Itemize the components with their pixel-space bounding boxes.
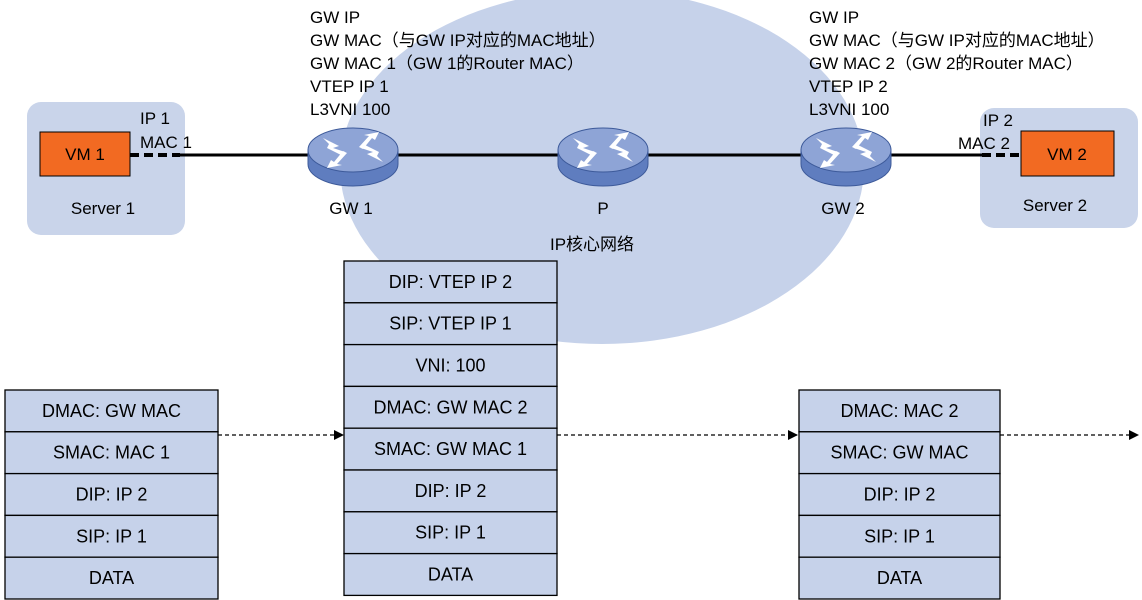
packet-field-label: SMAC: MAC 1 (53, 443, 170, 463)
packet-field-label: DATA (89, 568, 134, 588)
packet-field: DATA (798, 556, 1001, 600)
vm-2-label: VM 2 (1047, 145, 1087, 164)
server-1-label: Server 1 (71, 199, 135, 218)
gw2-info-block: GW IP GW MAC（与GW IP对应的MAC地址） GW MAC 2（GW… (809, 8, 1105, 119)
packet-field: DMAC: GW MAC 2 (343, 385, 558, 429)
packet-field-box (343, 385, 558, 429)
packet-field-box (798, 389, 1001, 433)
packet-field: SMAC: MAC 1 (4, 431, 219, 475)
packet-field: SIP: IP 1 (798, 514, 1001, 558)
packet-field: VNI: 100 (343, 343, 558, 388)
packet-field-box (798, 514, 1001, 558)
packet-field-label: DATA (877, 568, 922, 588)
packet-field: SIP: IP 1 (343, 511, 558, 555)
packet-field: DATA (343, 552, 558, 597)
packet-field: SMAC: GW MAC (798, 431, 1001, 475)
packet-stack-3: DMAC: MAC 2 SMAC: GW MAC DIP: IP 2 SIP: IP … (798, 389, 1001, 600)
packet-field-box (798, 431, 1001, 475)
packet-field-label: DIP: IP 2 (864, 485, 936, 505)
gw2-info-line: VTEP IP 2 (809, 77, 888, 96)
packet-field-label: SMAC: GW MAC (831, 443, 969, 463)
packet-field-label: DIP: IP 2 (76, 485, 148, 505)
packet-field: SMAC: GW MAC 1 (343, 427, 558, 471)
packet-field-box (4, 389, 219, 433)
packet-field: SIP: IP 1 (4, 514, 219, 558)
gw2-info-line: L3VNI 100 (809, 100, 889, 119)
packet-field: SIP: VTEP IP 1 (343, 302, 558, 346)
vm-2-box (1020, 130, 1115, 177)
packet-field: DIP: IP 2 (4, 472, 219, 517)
gw1-label: GW 1 (329, 199, 372, 218)
gw1-info-line: GW IP (310, 8, 360, 27)
packet-field: DIP: VTEP IP 2 (343, 260, 558, 304)
packet-field-label: SIP: VTEP IP 1 (389, 314, 511, 334)
packet-field-box (4, 431, 219, 475)
packet-field-label: DIP: VTEP IP 2 (389, 272, 512, 292)
mac-1-label: MAC 1 (140, 133, 192, 152)
packet-field: DIP: IP 2 (798, 472, 1001, 517)
gw2-info-line: GW MAC（与GW IP对应的MAC地址） (809, 31, 1105, 50)
network-label: IP核心网络 (550, 235, 634, 254)
packet-field-label: SIP: IP 1 (415, 523, 486, 543)
server-2-label: Server 2 (1023, 196, 1087, 215)
packet-field-box (343, 260, 558, 304)
gw2-info-line: GW IP (809, 8, 859, 27)
packet-field-label: SIP: IP 1 (864, 526, 935, 546)
packet-field-box (343, 552, 558, 597)
packet-field-box (798, 472, 1001, 517)
gw1-info-block: GW IP GW MAC（与GW IP对应的MAC地址） GW MAC 1（GW… (310, 8, 606, 119)
packet-field-label: DMAC: GW MAC 2 (373, 397, 527, 417)
router-p-icon (557, 127, 649, 187)
packet-field-label: DIP: IP 2 (415, 481, 487, 501)
packet-field-box (343, 511, 558, 555)
packet-field-label: SIP: IP 1 (76, 526, 147, 546)
packet-field-box (343, 427, 558, 471)
packet-field-label: SMAC: GW MAC 1 (374, 439, 527, 459)
packet-field: DMAC: GW MAC (4, 389, 219, 433)
router-gw2-icon (800, 127, 892, 187)
gw2-info-line: GW MAC 2（GW 2的Router MAC） (809, 54, 1083, 73)
gw1-info-line: L3VNI 100 (310, 100, 390, 119)
mac-2-label: MAC 2 (958, 134, 1010, 153)
packet-field: DATA (4, 556, 219, 600)
packet-field-label: DMAC: MAC 2 (840, 401, 958, 421)
gw1-info-line: GW MAC（与GW IP对应的MAC地址） (310, 31, 606, 50)
gw2-label: GW 2 (821, 199, 864, 218)
packet-field-box (4, 556, 219, 600)
packet-field-label: VNI: 100 (415, 356, 485, 376)
packet-field: DMAC: MAC 2 (798, 389, 1001, 433)
packet-field: DIP: IP 2 (343, 469, 558, 513)
packet-field-box (4, 472, 219, 517)
p-label: P (597, 199, 608, 218)
vm-1-box (39, 131, 131, 177)
packet-field-label: DMAC: GW MAC (42, 401, 181, 421)
packet-field-box (343, 343, 558, 388)
packet-field-box (343, 469, 558, 513)
gw1-info-line: GW MAC 1（GW 1的Router MAC） (310, 54, 584, 73)
packet-field-box (798, 556, 1001, 600)
ip-1-label: IP 1 (140, 109, 170, 128)
router-gw1-icon (307, 127, 399, 187)
packet-stack-1: DMAC: GW MAC SMAC: MAC 1 DIP: IP 2 SIP: IP … (4, 389, 219, 600)
packet-field-label: DATA (428, 565, 473, 585)
packet-stack-2: DIP: VTEP IP 2 SIP: VTEP IP 1 VNI: 100DMAC… (343, 260, 558, 597)
ip-2-label: IP 2 (983, 111, 1013, 130)
gw1-info-line: VTEP IP 1 (310, 77, 389, 96)
vm-1-label: VM 1 (65, 145, 105, 164)
